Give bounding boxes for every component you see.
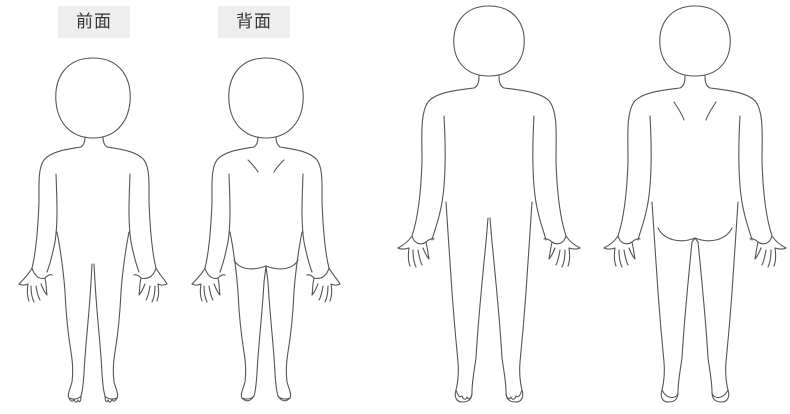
child-back-outline [192, 58, 340, 401]
child-front-outline [19, 58, 167, 402]
front-view-label: 前面 [58, 6, 130, 38]
older-child-back-outline [604, 6, 786, 402]
child-front-figure [17, 52, 169, 408]
older-child-front-figure [396, 2, 582, 412]
child-back-figure [190, 52, 342, 408]
back-view-label: 背面 [218, 6, 290, 38]
older-child-front-outline [398, 6, 580, 402]
older-child-back-figure [602, 2, 788, 412]
